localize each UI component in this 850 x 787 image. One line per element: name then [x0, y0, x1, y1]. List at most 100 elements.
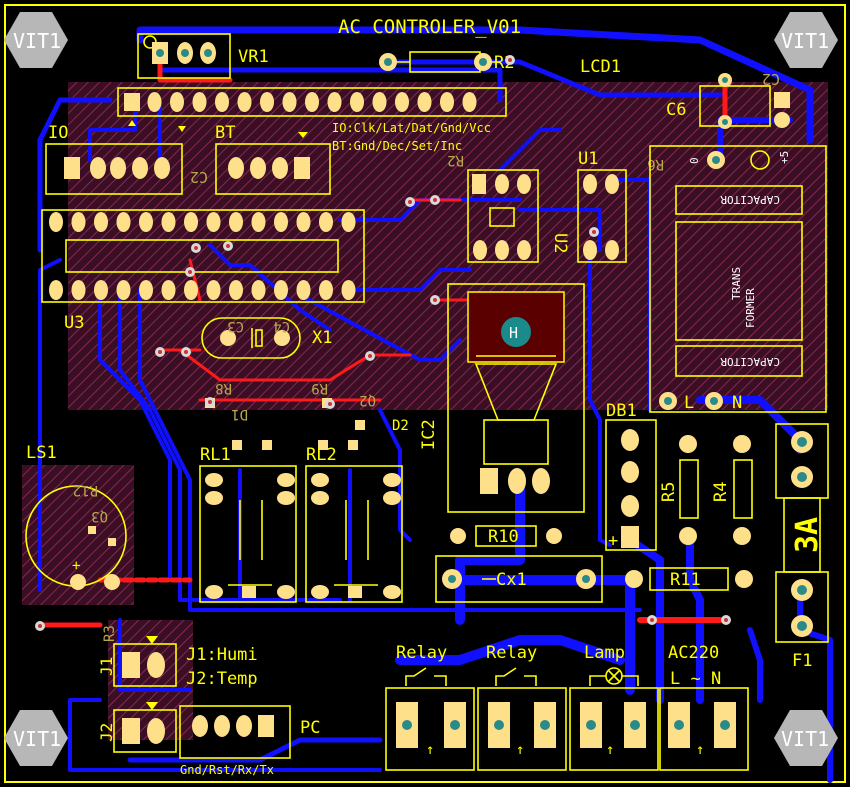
board-title: AC CONTROLER_V01: [338, 16, 521, 38]
r5-resistor: R5: [659, 435, 699, 545]
rl2-relay: RL2: [305, 445, 403, 603]
svg-text:U3: U3: [64, 313, 84, 333]
pad: [139, 280, 153, 300]
svg-text:R2: R2: [447, 152, 464, 168]
via-hole: [184, 350, 188, 354]
pad: [116, 280, 131, 300]
via-hole: [592, 230, 596, 234]
mounting-hole-top-right: VIT1: [774, 12, 838, 68]
pc-connector: PC Gnd/Rst/Rx/Tx: [179, 705, 320, 777]
svg-text:U2: U2: [550, 233, 570, 253]
mounting-hole-bottom-left: VIT1: [4, 710, 68, 766]
svg-text:C4: C4: [273, 318, 290, 334]
via-hole: [208, 400, 212, 404]
svg-text:J2: J2: [97, 723, 116, 742]
pad: [229, 280, 243, 300]
pad: [215, 92, 229, 112]
svg-text:VIT1: VIT1: [13, 727, 61, 751]
ic2-regulator: H IC2: [419, 283, 585, 513]
svg-text:R5: R5: [659, 482, 679, 502]
pad: [184, 280, 198, 300]
io-label: IO: [48, 123, 68, 143]
svg-text:RL1: RL1: [200, 445, 231, 465]
svg-text:C2: C2: [762, 70, 780, 88]
u2-chip: U2 R2: [447, 152, 570, 263]
pad: [417, 92, 432, 112]
pad: [170, 92, 184, 112]
lamp-icon: ↑: [606, 742, 614, 758]
via-hole: [508, 58, 512, 62]
svg-text:Relay: Relay: [486, 643, 537, 663]
svg-text:R11: R11: [670, 570, 701, 590]
svg-text:R6: R6: [647, 156, 664, 172]
svg-text:J1: J1: [97, 657, 116, 676]
svg-text:R3: R3: [102, 625, 118, 642]
via-hole: [194, 246, 198, 250]
pad: [440, 92, 454, 112]
pad: [260, 92, 274, 112]
x1-crystal: X1 C3 C4: [201, 317, 332, 359]
svg-text:AC220: AC220: [668, 643, 719, 663]
svg-text:Q3: Q3: [91, 508, 108, 524]
pad: [206, 280, 221, 300]
io-connector: [45, 120, 186, 195]
pad: [372, 92, 387, 112]
svg-text:U1: U1: [578, 149, 598, 169]
vr1-potentiometer: VR1: [137, 33, 269, 79]
svg-text:VIT1: VIT1: [781, 727, 829, 751]
io-pinout-label: IO:Clk/Lat/Dat/Gnd/Vcc: [332, 121, 491, 135]
pad: [49, 212, 63, 232]
via-hole: [226, 244, 230, 248]
svg-text:FORMER: FORMER: [744, 288, 757, 328]
pad: [71, 280, 86, 300]
svg-text:H: H: [509, 324, 518, 342]
pad: [296, 280, 311, 300]
via-hole: [328, 402, 332, 406]
pad: [395, 92, 409, 112]
pad: [462, 92, 477, 112]
pad: [139, 212, 153, 232]
pad: [206, 212, 221, 232]
svg-text:N: N: [732, 393, 742, 413]
via-hole: [38, 624, 42, 628]
via-hole: [650, 618, 654, 622]
rl1-relay: RL1: [199, 445, 297, 603]
bt-pinout-label: BT:Gnd/Dec/Set/Inc: [332, 139, 462, 153]
j1-connector: J1 R3: [97, 625, 177, 687]
svg-text:D2: D2: [392, 418, 409, 434]
pad: [327, 92, 342, 112]
svg-text:Cx1: Cx1: [496, 570, 527, 590]
pad: [319, 212, 333, 232]
pad: [341, 212, 356, 232]
via-hole: [433, 198, 437, 202]
svg-text:L: L: [684, 393, 694, 413]
pad: [161, 212, 176, 232]
board-outline: [4, 4, 846, 783]
pad: [147, 92, 162, 112]
c6-capacitor: C6 C2: [666, 70, 790, 129]
ls1-buzzer: LS1 R12 Q3 +: [25, 443, 127, 590]
svg-text:R12: R12: [73, 482, 98, 498]
pad: [251, 212, 266, 232]
r11-resistor: R11: [625, 567, 753, 591]
f1-fuse: 3A F1: [775, 423, 829, 671]
svg-text:TRANS: TRANS: [730, 267, 743, 300]
j2-connector: J2: [97, 702, 177, 753]
svg-text:Lamp: Lamp: [584, 643, 625, 663]
svg-text:+5: +5: [778, 151, 791, 164]
via-hole: [158, 350, 162, 354]
svg-text:R10: R10: [488, 527, 519, 547]
transformer: CAPACITOR TRANS FORMER CAPACITOR 0 +5 L …: [649, 145, 827, 413]
pad: [305, 92, 319, 112]
svg-text:PC: PC: [300, 718, 320, 738]
svg-text:C2: C2: [190, 168, 208, 186]
terminal-block-lamp: Lamp ↑: [569, 643, 659, 771]
pad: [251, 280, 266, 300]
via-hole: [724, 618, 728, 622]
svg-text:CAPACITOR: CAPACITOR: [720, 193, 780, 206]
pad: [319, 280, 333, 300]
svg-text:R4: R4: [711, 482, 731, 502]
svg-text:VIT1: VIT1: [781, 29, 829, 53]
bt-connector: C2: [190, 132, 331, 195]
